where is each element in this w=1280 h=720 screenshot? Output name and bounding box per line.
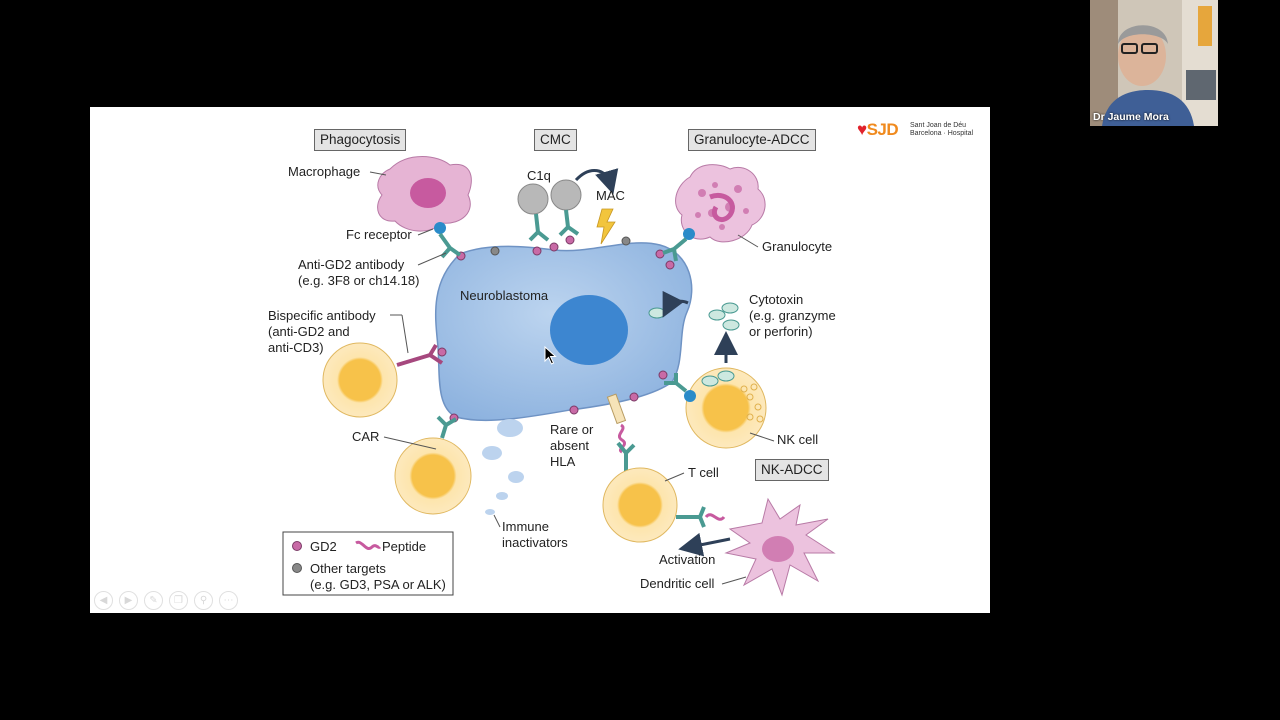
prev-icon[interactable]: ◀ [94, 591, 113, 610]
cytotoxin-label-1: Cytotoxin [749, 292, 803, 307]
neuroblastoma-label: Neuroblastoma [460, 288, 549, 303]
presenter-video[interactable]: Dr Jaume Mora [1090, 0, 1218, 126]
fc-receptor-macrophage [434, 222, 446, 234]
copy-icon[interactable]: ❐ [169, 591, 188, 610]
legend-peptide-marker [355, 540, 382, 550]
other-targets [490, 236, 631, 256]
immunotherapy-diagram: Neuroblastoma Macrophage Fc receptor Ant… [268, 156, 836, 597]
t-cell-label: T cell [688, 465, 719, 480]
granulocyte-cell [675, 164, 766, 243]
bispecific-label-1: Bispecific antibody [268, 308, 376, 323]
hla-label-2: absent [550, 438, 589, 453]
mac-label: MAC [596, 188, 625, 203]
presenter-video-frame [1090, 0, 1218, 126]
logo-mark-text: SJD [866, 120, 899, 139]
tumor-nucleus [550, 295, 628, 365]
macrophage-label: Macrophage [288, 164, 360, 179]
dendritic-cell-label: Dendritic cell [640, 576, 715, 591]
legend-box [282, 531, 454, 596]
activation-label: Activation [659, 552, 715, 567]
car-label: CAR [352, 429, 379, 444]
header-phagocytosis: Phagocytosis [314, 129, 407, 151]
legend-other-2: (e.g. GD3, PSA or ALK) [310, 577, 446, 592]
bispecific-label-3: anti-CD3) [268, 340, 324, 355]
slide-controls: ◀ ▶ ✎ ❐ ⚲ ⋯ [94, 591, 238, 610]
fc-receptor-label: Fc receptor [346, 227, 412, 242]
granulocyte-label: Granulocyte [762, 239, 832, 254]
immune-label-2: inactivators [502, 535, 568, 550]
nk-cell [685, 367, 767, 449]
zoom-icon[interactable]: ⚲ [194, 591, 213, 610]
c1q-label: C1q [527, 168, 551, 183]
cytotoxin-label-2: (e.g. granzyme [749, 308, 836, 323]
pen-icon[interactable]: ✎ [144, 591, 163, 610]
gd2-antigens [437, 235, 675, 423]
header-granulocyte-adcc: Granulocyte-ADCC [688, 129, 816, 151]
bispecific-t-cell [322, 342, 398, 418]
presenter-name: Dr Jaume Mora [1093, 111, 1169, 123]
next-icon[interactable]: ▶ [119, 591, 138, 610]
more-icon[interactable]: ⋯ [219, 591, 238, 610]
bispecific-label-2: (anti-GD2 and [268, 324, 350, 339]
mouse-cursor-icon [544, 346, 557, 365]
presentation-slide: Neuroblastoma Macrophage Fc receptor Ant… [90, 107, 990, 613]
hla-label-3: HLA [550, 454, 576, 469]
immune-inactivators [482, 419, 524, 515]
header-nk-adcc: NK-ADCC [755, 459, 829, 481]
car-t-cell [394, 437, 472, 515]
t-cell [602, 467, 678, 543]
logo-mark: ♥SJD [857, 120, 899, 139]
logo-line-2: Barcelona · Hospital [910, 130, 974, 137]
header-cmc: CMC [534, 129, 577, 151]
legend-gd2: GD2 [310, 539, 337, 554]
anti-gd2-label-2: (e.g. 3F8 or ch14.18) [298, 273, 419, 288]
legend-peptide: Peptide [382, 539, 426, 554]
logo-line-1: Sant Joan de Déu [910, 122, 967, 129]
cytotoxin-label-3: or perforin) [749, 324, 813, 339]
immune-label-1: Immune [502, 519, 549, 534]
legend-other-marker [292, 563, 302, 573]
legend-gd2-marker [292, 541, 302, 551]
nk-cell-label: NK cell [777, 432, 818, 447]
lightning-icon [596, 208, 616, 245]
anti-gd2-label-1: Anti-GD2 antibody [298, 257, 405, 272]
hla-label-1: Rare or [550, 422, 594, 437]
legend-other-1: Other targets [310, 561, 386, 576]
